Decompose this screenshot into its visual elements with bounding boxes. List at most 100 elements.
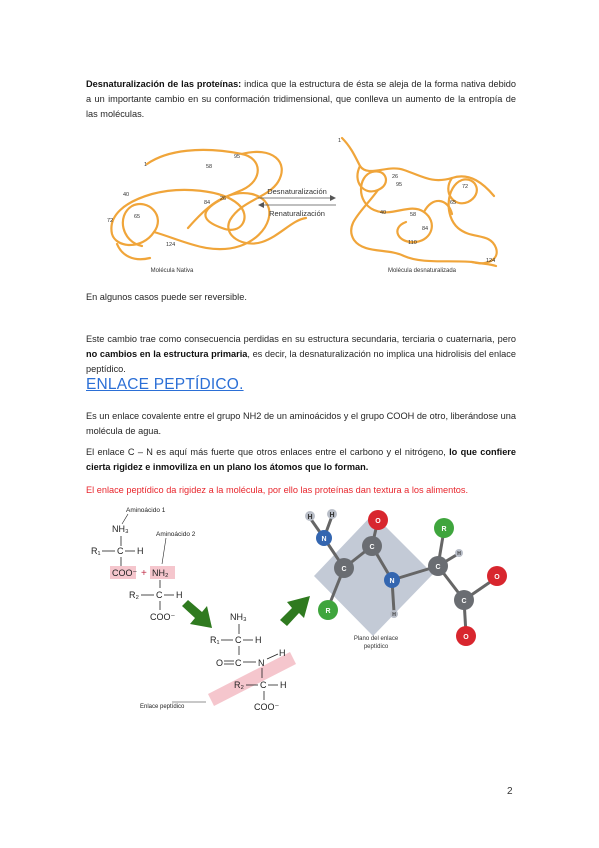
reaction-arrow-down [182, 600, 212, 628]
aa2-nh2-highlight [150, 566, 175, 579]
native-label-95: 95 [234, 154, 240, 160]
aa1-nh3: NH₃ [112, 524, 129, 534]
atom-h2 [327, 509, 337, 519]
aa1-c: C [117, 546, 124, 556]
dp-r1: R₁ [210, 635, 220, 645]
peptide-plane [314, 514, 433, 636]
change-pre: Este cambio trae como consecuencia perdi… [86, 334, 516, 345]
dp-h3: H [280, 680, 287, 690]
dp-h-n: H [279, 648, 286, 658]
native-label-65: 65 [134, 214, 140, 220]
change-post: , es decir, la desnaturalización no impl… [86, 349, 516, 375]
denatured-caption: Molécula desnaturalizada [388, 268, 457, 274]
atom-c-carbonyl-label: C [369, 544, 374, 551]
highlight-sentence: El enlace peptídico da rigidez a la molé… [86, 485, 469, 496]
atom-h2-label: H [329, 512, 334, 519]
native-label-84: 84 [204, 200, 210, 206]
dp-coo: COO⁻ [254, 702, 280, 712]
native-label-40: 40 [123, 192, 129, 198]
atom-o1-label: O [375, 518, 381, 525]
definition-paragraph: Es un enlace covalente entre el grupo NH… [86, 411, 516, 437]
section-title: ENLACE PEPTÍDICO. [86, 376, 244, 393]
atom-o2 [487, 566, 507, 586]
aa1-coo-highlight [110, 566, 136, 579]
denatured-label-26: 26 [392, 174, 398, 180]
denatured-label-65: 65 [450, 200, 456, 206]
change-bold: no cambios en la estructura primaria [86, 349, 248, 360]
atom-h1 [305, 511, 315, 521]
atom-c-alpha2 [428, 556, 448, 576]
peptide-bond-highlight [208, 652, 296, 706]
denatured-label-124: 124 [486, 258, 495, 264]
arrow-top-label: Desnaturalización [267, 187, 327, 196]
dp-c3: C [260, 680, 267, 690]
aminoacid-1-label: Aminoácido 1 [126, 507, 166, 514]
aa2-r2: R₂ [129, 590, 139, 600]
atom-n2-label: N [389, 578, 394, 585]
bond-pre: El enlace C – N es aquí más fuerte que o… [86, 447, 446, 458]
atom-c-alpha2-label: C [435, 564, 440, 571]
aa2-nh2: NH₂ [152, 568, 169, 578]
native-label-26: 26 [220, 196, 226, 202]
peptide-plane-model: H H N C R O C N H C R [305, 509, 507, 650]
atom-o3 [456, 626, 476, 646]
atom-n1-label: N [321, 536, 326, 543]
atom-c-alpha1 [334, 558, 354, 578]
native-label-72: 72 [107, 218, 113, 224]
bond-paragraph: El enlace C – N es aquí más fuerte que o… [86, 445, 516, 475]
dp-o: O [216, 658, 223, 668]
aa2-c: C [156, 590, 163, 600]
aa1-h: H [137, 546, 144, 556]
dp-c2: C [235, 658, 242, 668]
native-label-1: 1 [144, 162, 147, 168]
atom-n2 [384, 572, 400, 588]
denatured-label-95: 95 [396, 182, 402, 188]
denatured-label-40: 40 [380, 210, 386, 216]
peptide-bond-label: Enlace peptídico [140, 704, 185, 710]
denatured-label-58: 58 [410, 212, 416, 218]
atom-c-carboxyl-label: C [461, 598, 466, 605]
intro-text: indica que la estructura de ésta se alej… [86, 79, 516, 120]
atom-n1 [316, 530, 332, 546]
atom-h4 [455, 549, 463, 557]
bond-bold: lo que confiere cierta rigidez e inmovil… [86, 447, 516, 473]
aa2-coo: COO⁻ [150, 612, 176, 622]
change-paragraph: Este cambio trae como consecuencia perdi… [86, 332, 516, 377]
atom-o3-label: O [463, 634, 469, 641]
atom-r2 [434, 518, 454, 538]
peptide-bond-figure: Aminoácido 1 NH₃ R₁ C H COO⁻ + Aminoácid… [91, 507, 507, 712]
native-label-124: 124 [166, 242, 175, 248]
denatured-label-1: 1 [338, 138, 341, 144]
denatured-protein-labels: 1 26 95 72 65 40 58 84 110 124 [338, 138, 495, 264]
aminoacid-2-structure: Aminoácido 2 NH₂ R₂ C H COO⁻ [129, 531, 196, 622]
atom-r2-label: R [441, 526, 446, 533]
aminoacid-2-label: Aminoácido 2 [156, 531, 196, 538]
atom-o1 [368, 510, 388, 530]
denatured-label-110: 110 [408, 240, 417, 246]
aa1-coo: COO⁻ [112, 568, 138, 578]
denatured-label-72: 72 [462, 184, 468, 190]
dp-nh3: NH₃ [230, 612, 247, 622]
page-number: 2 [507, 786, 513, 797]
plane-label-line1: Plano del enlace [354, 636, 399, 642]
native-caption: Molécula Nativa [151, 268, 194, 274]
native-protein-chain [110, 148, 308, 261]
reversible-note: En algunos casos puede ser reversible. [86, 292, 247, 303]
atom-h3-label: H [392, 612, 396, 618]
dipeptide-structure: NH₃ R₁ C H O C N H R₂ C H COO⁻ [140, 612, 296, 712]
atom-c-alpha1-label: C [341, 566, 346, 573]
plane-label-line2: peptídico [364, 644, 389, 650]
atom-h1-label: H [307, 514, 312, 521]
aminoacid-1-structure: Aminoácido 1 NH₃ R₁ C H COO⁻ [91, 507, 166, 579]
atom-r1 [318, 600, 338, 620]
dp-r2: R₂ [234, 680, 244, 690]
dp-h1: H [255, 635, 262, 645]
atom-h4-label: H [457, 551, 461, 557]
atom-c-carboxyl [454, 590, 474, 610]
aa1-r1: R₁ [91, 546, 101, 556]
denaturation-figure: 1 40 65 95 72 58 84 26 124 Desnaturaliza… [107, 136, 498, 274]
denatured-label-84: 84 [422, 226, 428, 232]
intro-paragraph: Desnaturalización de las proteínas: indi… [86, 77, 516, 122]
dp-c1: C [235, 635, 242, 645]
